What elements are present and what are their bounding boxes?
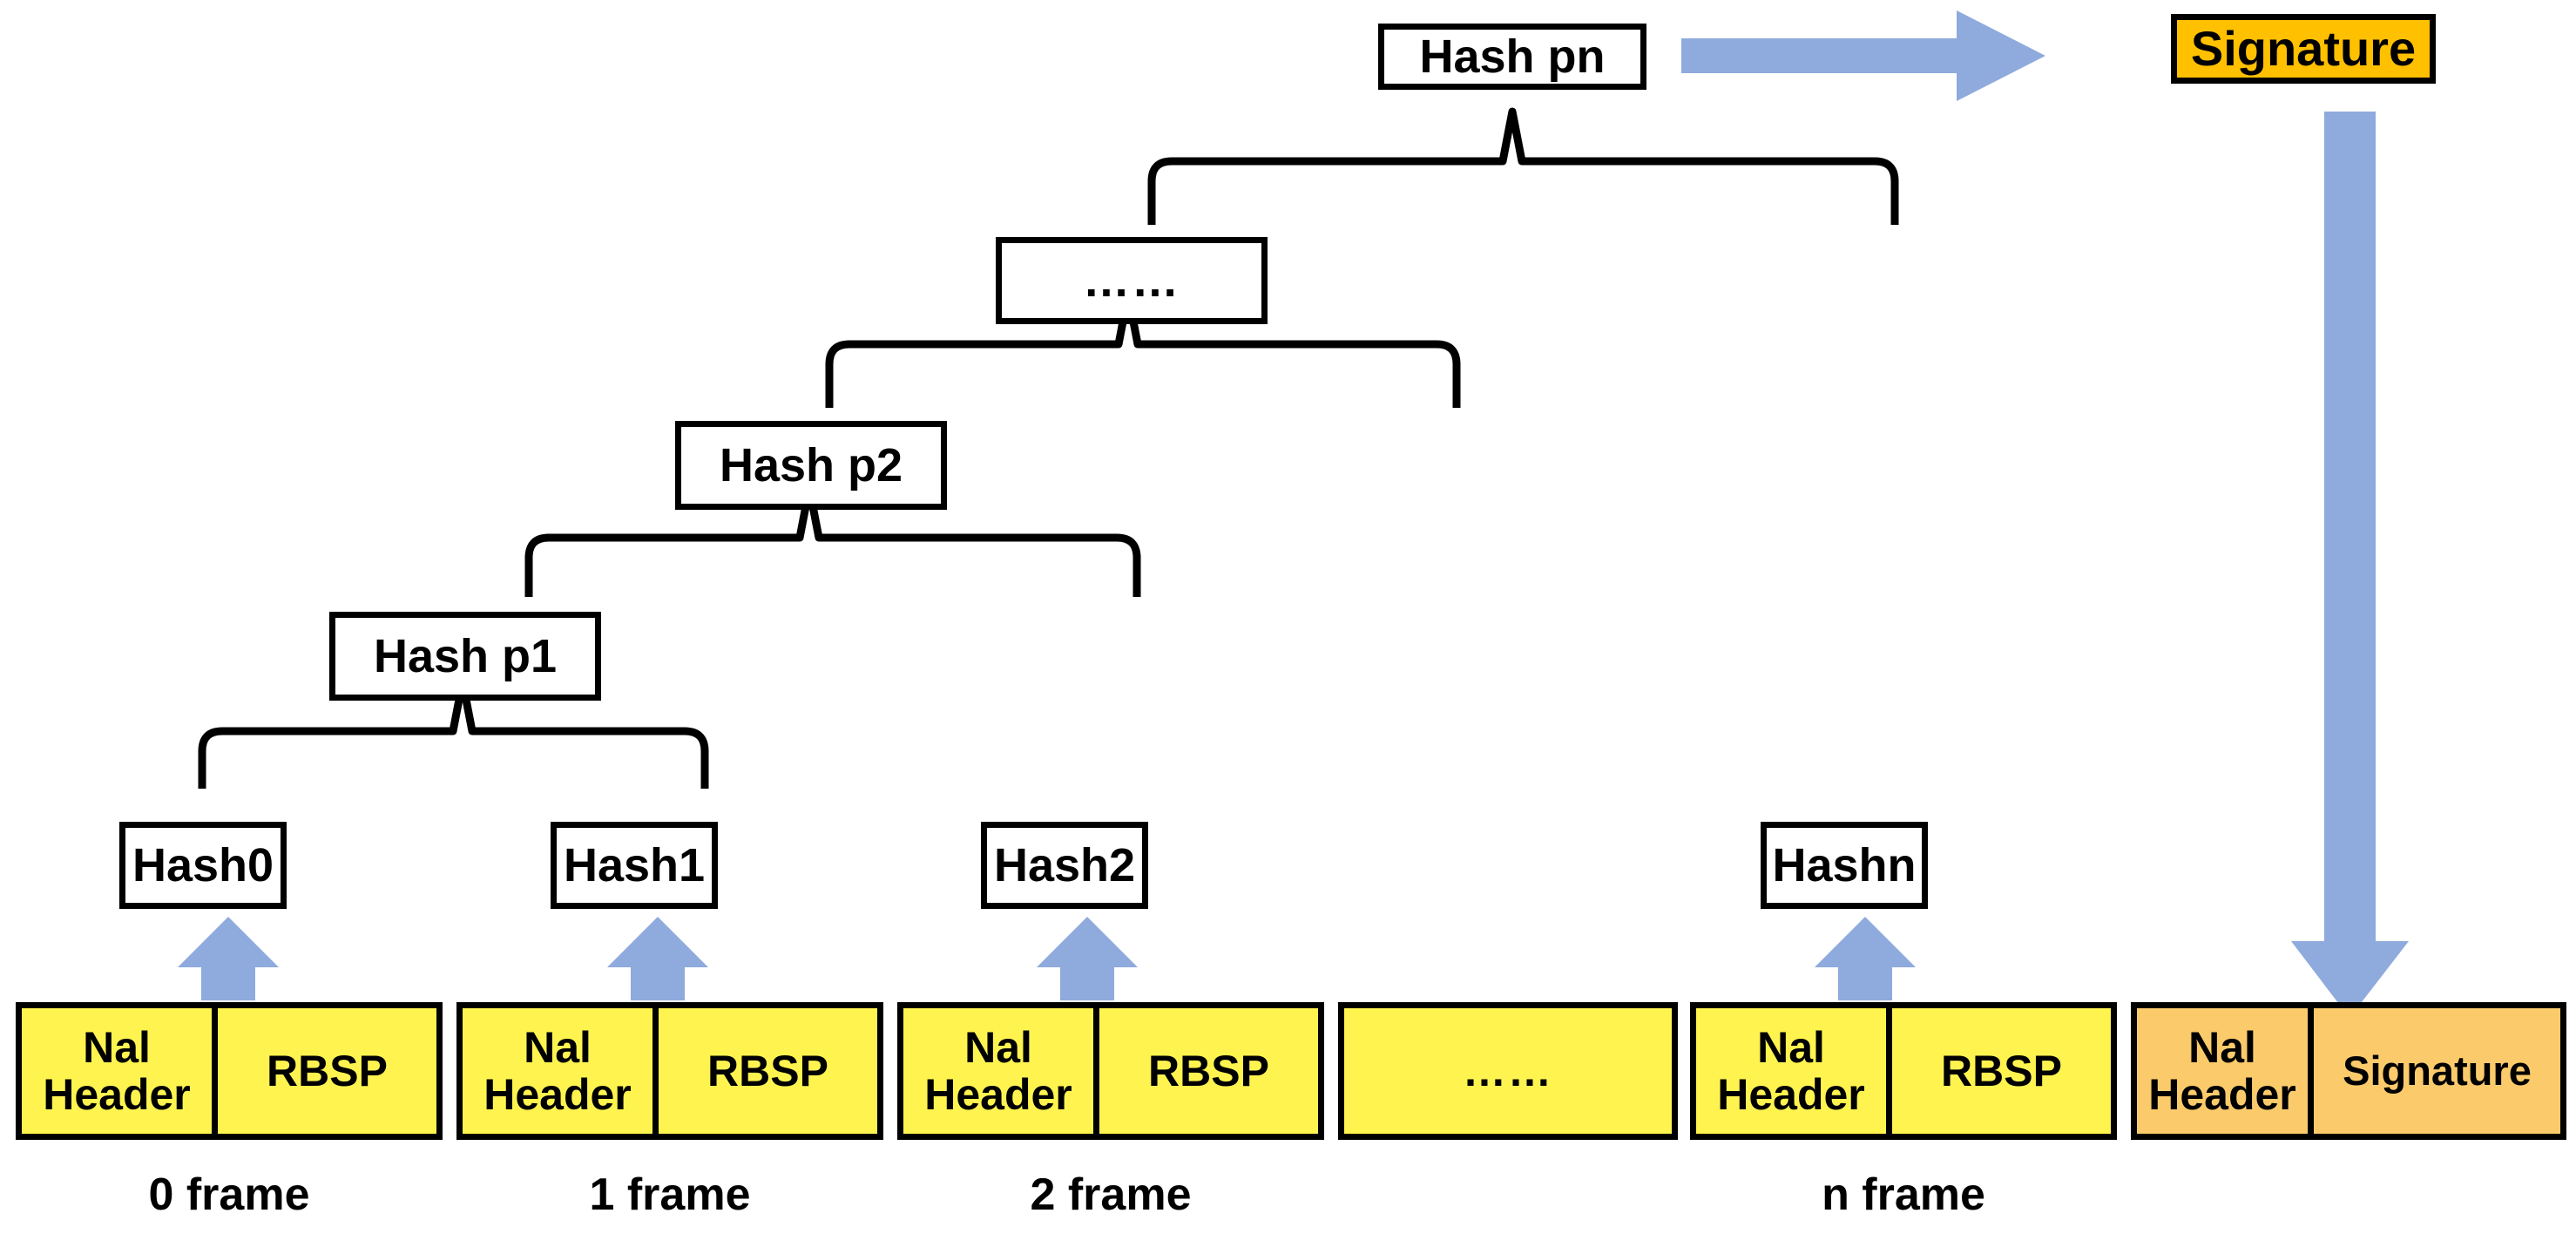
frame-0-label: 0 frame — [148, 1169, 310, 1220]
frame-1[interactable]: Nal Header RBSP — [456, 1002, 883, 1140]
frame1-to-hash1-arrow — [607, 917, 708, 1000]
frame-1-nal-header: Nal Header — [483, 1023, 632, 1119]
node-ellipsis[interactable]: …… — [996, 237, 1268, 324]
brace-root — [1147, 107, 1899, 225]
frame-2-nal-header: Nal Header — [924, 1023, 1072, 1119]
frame-n[interactable]: Nal Header RBSP — [1690, 1002, 2117, 1140]
frame-signature[interactable]: Nal Header Signature — [2131, 1002, 2566, 1140]
frame-2[interactable]: Nal Header RBSP — [897, 1002, 1324, 1140]
node-hash2-label: Hash2 — [993, 839, 1136, 891]
node-hash-p1[interactable]: Hash p1 — [329, 612, 601, 701]
frame-n-rbsp: RBSP — [1886, 1008, 2111, 1134]
frame0-to-hash0-arrow — [178, 917, 279, 1000]
frame-0[interactable]: Nal Header RBSP — [16, 1002, 443, 1140]
node-signature-top-label: Signature — [2190, 21, 2417, 76]
node-hash-p1-label: Hash p1 — [373, 630, 558, 682]
frame-signature-nal-header: Nal Header — [2148, 1023, 2296, 1119]
node-hash-pn-label: Hash pn — [1419, 31, 1606, 83]
node-hashn-label: Hashn — [1772, 839, 1917, 891]
framen-to-hashn-arrow — [1815, 917, 1916, 1000]
node-hash-p2[interactable]: Hash p2 — [675, 421, 947, 510]
node-hash0-label: Hash0 — [132, 839, 274, 891]
hash-to-signature-arrow — [1681, 10, 2045, 101]
frame-1-rbsp: RBSP — [652, 1008, 877, 1134]
frame-ellipsis-cell: …… — [1463, 1047, 1553, 1095]
frame-ellipsis[interactable]: …… — [1338, 1002, 1678, 1140]
node-hash-pn[interactable]: Hash pn — [1378, 24, 1646, 90]
frame-2-label: 2 frame — [1030, 1169, 1192, 1220]
node-hash1-label: Hash1 — [563, 839, 706, 891]
frame-2-rbsp: RBSP — [1093, 1008, 1318, 1134]
frame-n-label: n frame — [1822, 1169, 1985, 1220]
frame-signature-payload: Signature — [2308, 1008, 2560, 1134]
node-signature-top[interactable]: Signature — [2171, 14, 2436, 84]
node-hash0[interactable]: Hash0 — [119, 822, 287, 909]
node-hash2[interactable]: Hash2 — [981, 822, 1148, 909]
node-hashn[interactable]: Hashn — [1761, 822, 1928, 909]
frame-0-rbsp: RBSP — [212, 1008, 436, 1134]
frame2-to-hash2-arrow — [1037, 917, 1138, 1000]
node-hash-p2-label: Hash p2 — [719, 439, 903, 491]
node-hash1[interactable]: Hash1 — [551, 822, 718, 909]
frame-0-nal-header: Nal Header — [43, 1023, 191, 1119]
node-ellipsis-label: …… — [1083, 254, 1180, 307]
signature-to-nal-arrow — [2291, 112, 2409, 1018]
frame-n-nal-header: Nal Header — [1717, 1023, 1865, 1119]
frame-1-label: 1 frame — [589, 1169, 751, 1220]
